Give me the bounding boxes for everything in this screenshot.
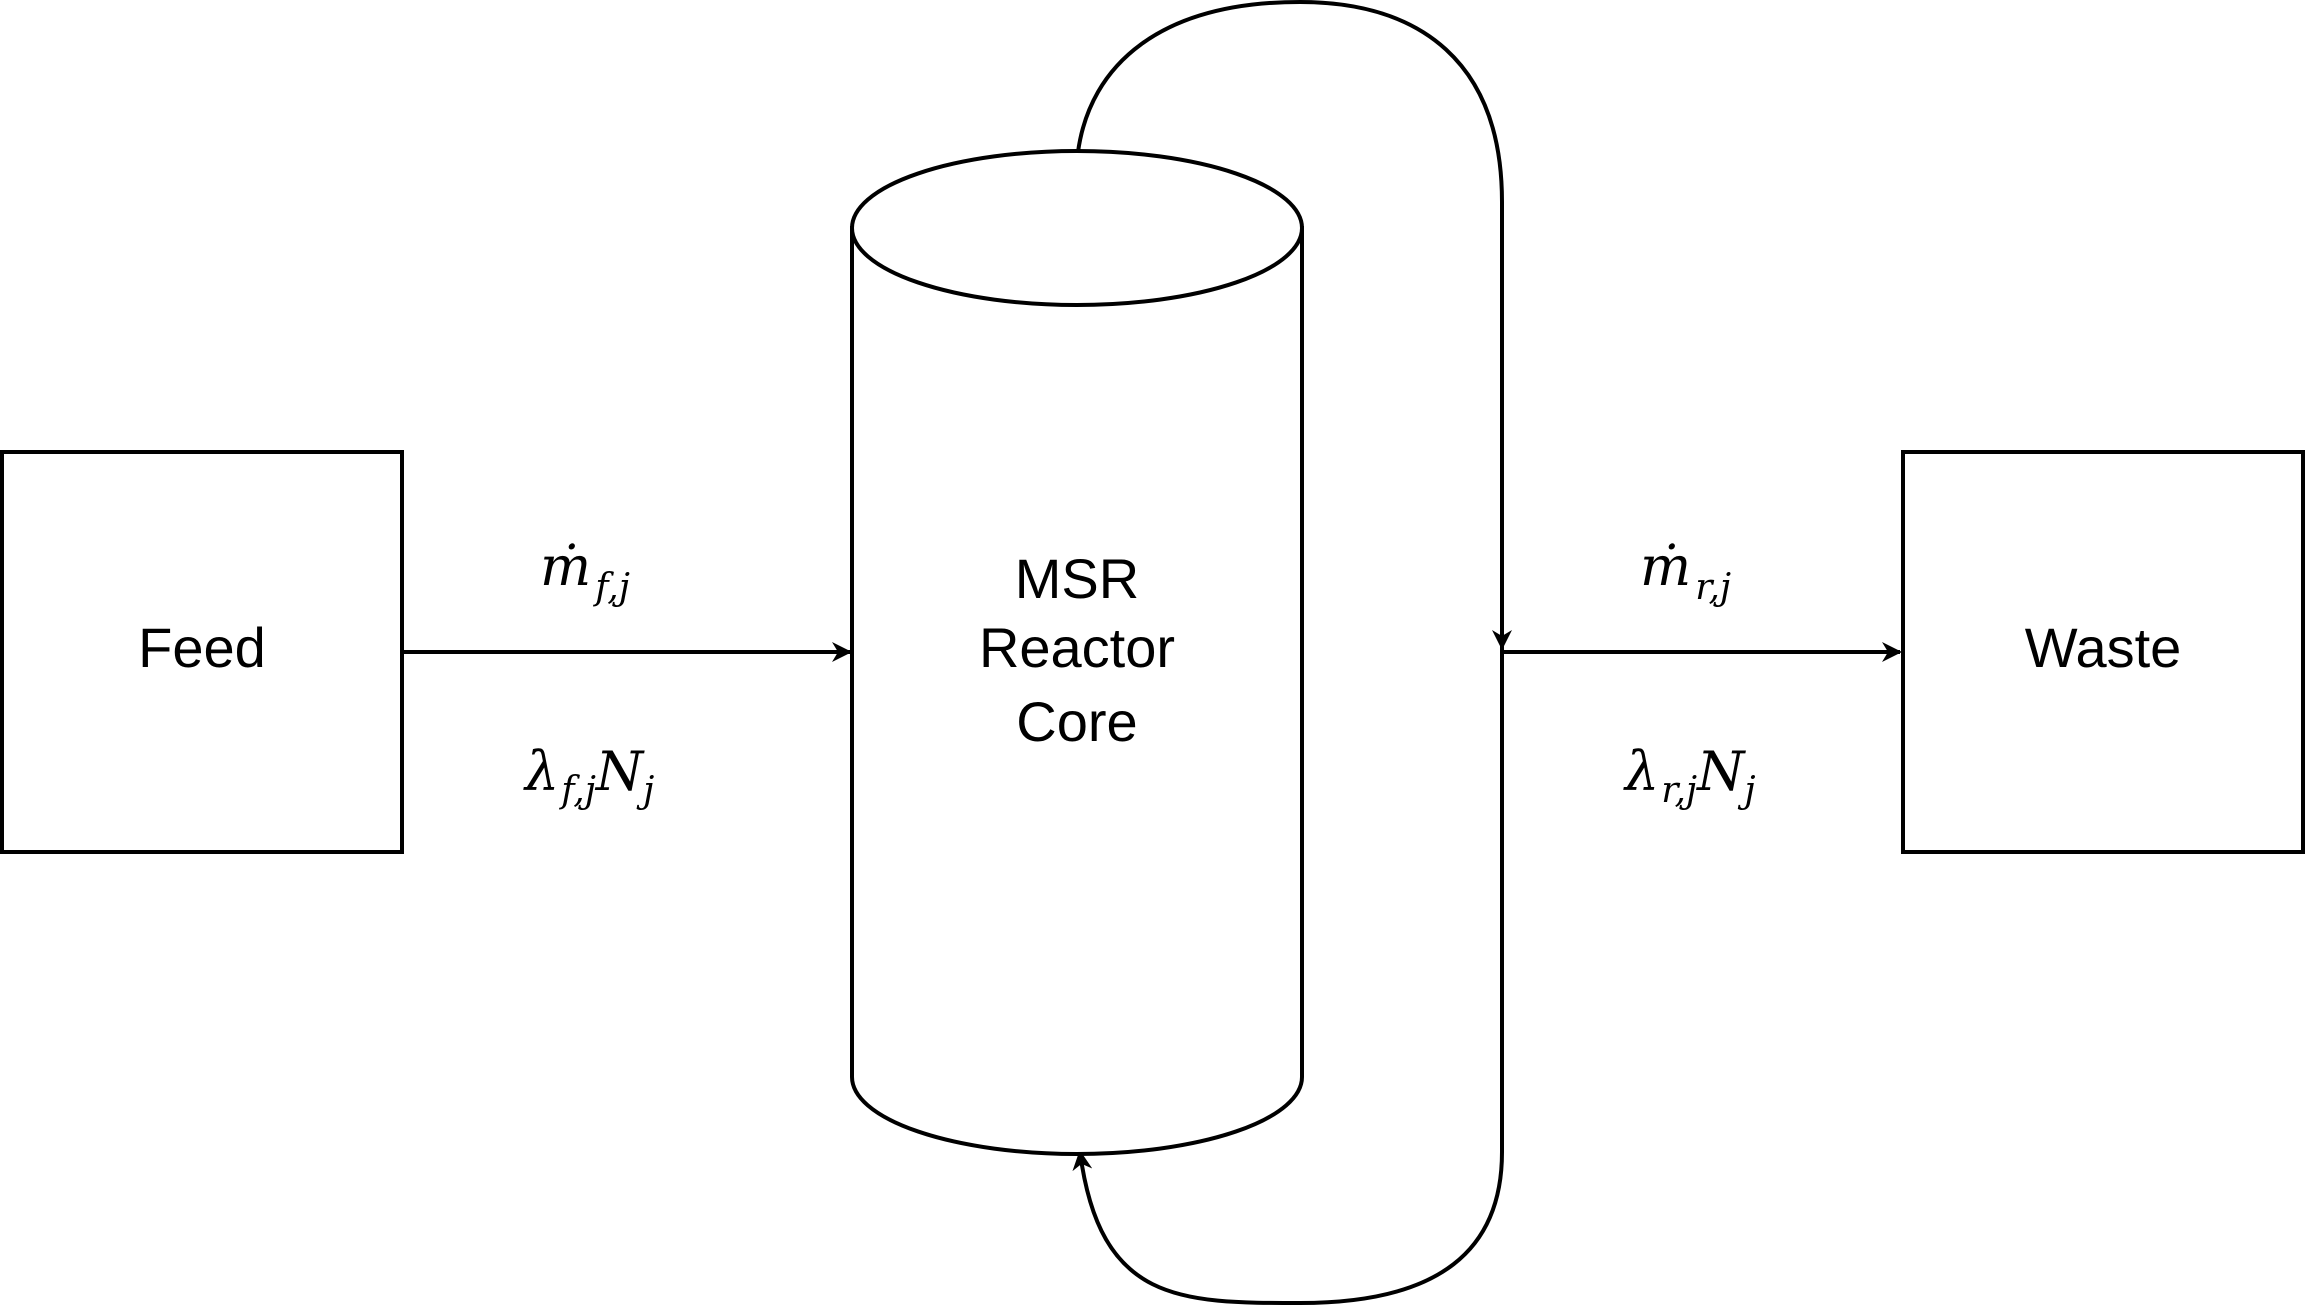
removal-mass-subscript: r,j: [1695, 567, 1731, 608]
waste-label: Waste: [2025, 616, 2182, 679]
core-label-line-3: Core: [1016, 690, 1137, 753]
reactor-core-node: MSR Reactor Core: [850, 149, 1304, 1156]
removal-mass-symbol: ṁ: [1640, 535, 1691, 598]
recirculation-loop-top: [1076, 0, 1512, 650]
waste-node: Waste: [1901, 450, 2305, 854]
feed-mass-symbol: ṁ: [540, 535, 591, 598]
cylinder-top: [850, 149, 1304, 307]
feed-label: Feed: [138, 616, 266, 679]
recirculation-loop-bottom: [1072, 648, 1504, 1305]
feed-removal-constant-label: λf,jNj: [523, 740, 654, 811]
removal-constant-label: λr,jNj: [1623, 740, 1756, 811]
cylinder-body: [850, 226, 1304, 1156]
core-label-line-1: MSR: [1015, 547, 1139, 610]
feed-lambda-tail: N: [594, 740, 645, 803]
feed-mass-subscript: f,j: [592, 567, 630, 608]
feed-lambda-subscript: f,j: [558, 770, 596, 811]
core-label-line-2: Reactor: [979, 616, 1175, 679]
feed-node: Feed: [0, 450, 404, 854]
removal-lambda-subscript: r,j: [1661, 770, 1697, 811]
feed-lambda-symbol: λ: [523, 740, 559, 803]
removal-lambda-symbol: λ: [1623, 740, 1659, 803]
removal-lambda-tail: N: [1695, 740, 1746, 803]
